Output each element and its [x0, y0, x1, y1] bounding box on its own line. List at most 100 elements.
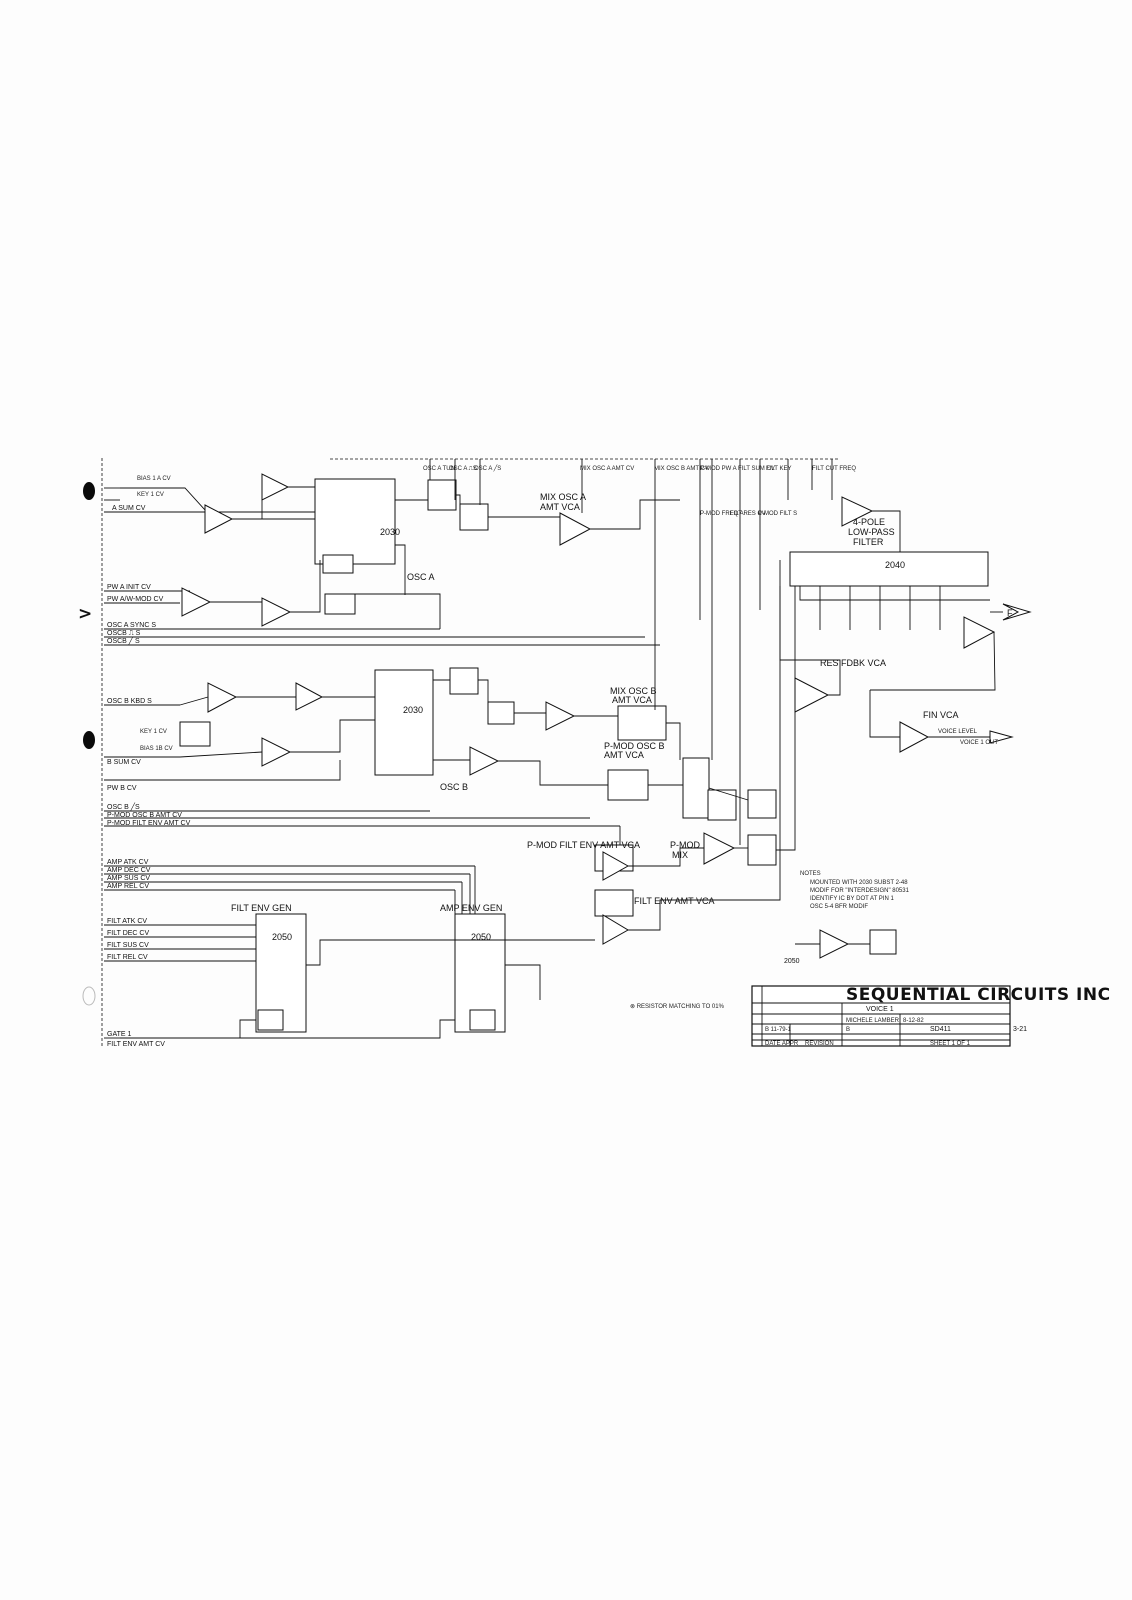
- opamp-res-fdbk: [794, 677, 830, 713]
- opamp-filt-env-amt: [602, 914, 629, 945]
- top-osc-a-tun: OSC A TUN: [423, 466, 455, 472]
- opamp-fin-vca: [899, 721, 930, 753]
- left-signal-labels: BIAS 1 A CV KEY 1 CV A SUM CV PW A INIT …: [107, 476, 191, 1048]
- opamp-mix-osc-a: [559, 512, 592, 546]
- osc-a-cap: [322, 554, 354, 574]
- sig-bias-1b: BIAS 1B CV: [140, 746, 173, 752]
- opamp-pw-a-2: [261, 597, 292, 627]
- date-appr-label: DATE APPR: [765, 1041, 799, 1047]
- voice-out-label: VOICE 1 OUT: [960, 740, 998, 746]
- top-signal-wires: [429, 459, 833, 845]
- sig-filt-env-amt: FILT ENV AMT CV: [107, 1041, 165, 1048]
- top-pmod-pw-a: P-MOD PW A: [700, 466, 737, 472]
- osc-b-section: 2030 OSC B MIX OSC B AMT VCA P-MOD OSC B…: [179, 667, 667, 801]
- sig-filt-sus: FILT SUS CV: [107, 942, 149, 949]
- osc-a-4016: [324, 593, 356, 615]
- sig-filt-dec: FILT DEC CV: [107, 930, 149, 937]
- amp-env-cap: [469, 1009, 496, 1031]
- voice-out-arrow: [989, 730, 1014, 744]
- amp-env-chip-label: 2050: [471, 932, 491, 942]
- sig-osc-a-sync: OSC A SYNC S: [107, 622, 156, 629]
- filter-section: 4-POLE LOW-PASS FILTER 2040 F RES FDBK V…: [779, 496, 1032, 753]
- osc-b-4066: [179, 721, 211, 747]
- sig-osc-b-saw: OSC B ╱S: [107, 802, 140, 811]
- left-connector-arrow: >: [78, 604, 93, 624]
- drawing-title: VOICE 1: [866, 1006, 894, 1013]
- opamp-b-tl082: [295, 682, 324, 711]
- sig-amp-atk: AMP ATK CV: [107, 859, 149, 866]
- sig-key1-b: KEY 1 CV: [140, 729, 167, 735]
- pmod-osc-b-label-2: AMT VCA: [604, 750, 644, 760]
- mix-osc-b-label-2: AMT VCA: [612, 695, 652, 705]
- filter-label-2: LOW-PASS: [848, 527, 895, 537]
- sig-filt-atk: FILT ATK CV: [107, 918, 147, 925]
- voice-level-label: VOICE LEVEL: [938, 729, 978, 735]
- app-value: B: [846, 1027, 850, 1033]
- sig-b-sum-cv: B SUM CV: [107, 759, 141, 766]
- env-gen-section: FILT ENV GEN 2050 AMP ENV GEN 2050: [120, 866, 595, 1039]
- note-3: IDENTIFY IC BY DOT AT PIN 1: [810, 896, 894, 902]
- punch-hole-middle: [83, 731, 95, 749]
- pmod-switch-2: [747, 789, 777, 819]
- sheet-number: SHEET 1 OF 1: [930, 1041, 971, 1047]
- top-filt-res: FILT RES CV: [730, 511, 766, 517]
- chip-filter-2040: [789, 551, 989, 587]
- mix-osc-a-label-2: AMT VCA: [540, 502, 580, 512]
- title-block: SEQUENTIAL CIRCUITS INC VOICE 1 MICHELE …: [751, 985, 1111, 1047]
- sig-a-sum-cv: A SUM CV: [112, 505, 146, 512]
- note-2: MODIF FOR "INTERDESIGN" 80531: [810, 888, 910, 894]
- mix-osc-a-label: MIX OSC A: [540, 492, 586, 502]
- left-signal-wires: [104, 487, 660, 1039]
- top-mix-osc-b: MIX OSC B AMT CV: [654, 466, 709, 472]
- mix-osc-b-label: MIX OSC B: [610, 686, 657, 696]
- pmod-mix-label: P-MOD: [670, 840, 700, 850]
- sig-oscb-sq: OSCB ⎍ S: [107, 630, 141, 637]
- pmod-section: P-MOD MIX P-MOD FILT ENV AMT VCA FILT EN…: [527, 560, 796, 945]
- gate-2050-label: 2050: [784, 958, 800, 965]
- company-name: SEQUENTIAL CIRCUITS INC: [846, 985, 1111, 1005]
- opamp-a-sum: [204, 504, 234, 534]
- opamp-osc-b-kbd: [207, 682, 238, 713]
- sig-bias-1a: BIAS 1 A CV: [137, 476, 171, 482]
- pmod-filt-label: P-MOD FILT ENV AMT VCA: [527, 840, 640, 850]
- opamp-filter-out: [963, 616, 996, 649]
- chip-osc-a-2030: [314, 478, 396, 565]
- notes-header: NOTES: [800, 871, 821, 877]
- sig-amp-dec: AMP DEC CV: [107, 867, 151, 874]
- doc-number: SD411: [930, 1026, 951, 1033]
- osc-b-switch: [449, 667, 479, 695]
- chip-filter-label: 2040: [885, 560, 905, 570]
- sig-gate-1: GATE 1: [107, 1031, 131, 1038]
- amp-env-gen-label: AMP ENV GEN: [440, 903, 502, 913]
- vca-pmod-osc-b: [607, 769, 649, 801]
- sheet-ref: 3-21: [1013, 1026, 1027, 1033]
- osc-a-switch: [427, 479, 457, 511]
- opamp-pmod-mix: [703, 832, 736, 865]
- right-connector: [1002, 603, 1032, 621]
- sig-key1-a: KEY 1 CV: [137, 492, 164, 498]
- chip-osc-b-2030: [374, 669, 434, 776]
- pmod-osc-b-label: P-MOD OSC B: [604, 741, 665, 751]
- opamp-pw-a: [181, 587, 212, 617]
- fin-vca-label: FIN VCA: [923, 710, 959, 720]
- filt-env-chip-label: 2050: [272, 932, 292, 942]
- opamp-tri-sym: [469, 746, 500, 776]
- top-filt-key: FILT KEY: [766, 466, 791, 472]
- note-4: OSC 5-4 BFR MODIF: [810, 904, 868, 910]
- vca-filt-env-amt: [594, 889, 634, 917]
- sig-pw-a-wmod: PW A/W-MOD CV: [107, 596, 164, 603]
- filt-env-cap: [257, 1009, 284, 1031]
- opamp-b-sum: [261, 737, 292, 767]
- note-1: MOUNTED WITH 2030 SUBST 2-48: [810, 880, 908, 886]
- opamp-filter-sum: [841, 496, 874, 527]
- osc-a-section: 2030 OSC A MIX OSC A AMT VCA: [120, 473, 680, 629]
- sig-amp-rel: AMP REL CV: [107, 883, 149, 890]
- sig-amp-sus: AMP SUS CV: [107, 875, 150, 882]
- osc-a-4016b: [459, 503, 489, 531]
- sig-filt-rel: FILT REL CV: [107, 954, 148, 961]
- top-filt-cut: FILT CUT FREQ: [812, 466, 856, 472]
- osc-a-label: OSC A: [407, 572, 435, 582]
- sig-pw-b-cv: PW B CV: [107, 785, 137, 792]
